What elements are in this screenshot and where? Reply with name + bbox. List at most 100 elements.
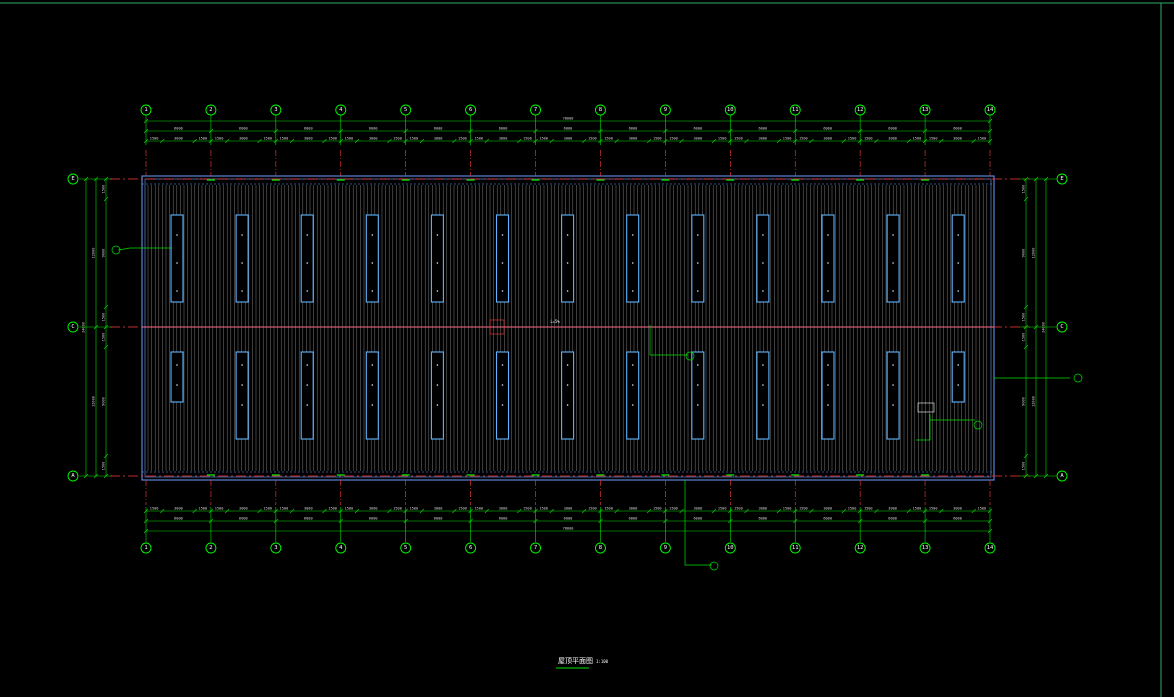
dim-bottom-detail-tick xyxy=(711,508,717,514)
dim-top-detail-tick xyxy=(646,138,652,144)
axis-bubble-top-label: 3 xyxy=(274,107,277,113)
skylight-marker xyxy=(762,290,764,292)
roof-hatch-mark xyxy=(917,402,935,413)
dim-bottom-detail-tick xyxy=(322,508,327,514)
skylight-marker xyxy=(697,404,699,406)
dim-top-detail-label: 1500 xyxy=(783,137,792,141)
dim-top-detail-label: 3000 xyxy=(953,137,962,141)
skylight-marker xyxy=(631,364,634,366)
dim-bottom-detail-tick xyxy=(257,508,262,514)
dim-top-detail-label: 1500 xyxy=(215,137,224,141)
dim-bottom-detail-label: 3000 xyxy=(694,507,703,511)
axis-bubble-left-circle xyxy=(67,173,79,185)
skylight-marker xyxy=(566,384,569,386)
axis-bubble-top-circle xyxy=(789,104,801,116)
dim-right-bays-label: 12000 xyxy=(1032,396,1036,407)
leader-inner xyxy=(916,414,931,441)
skylight-marker xyxy=(762,384,764,386)
dim-top-detail-tick xyxy=(841,138,847,144)
dim-bottom-detail-label: 3000 xyxy=(369,507,378,511)
centerline-group xyxy=(110,150,1030,505)
axis-bubble-bottom-label: 3 xyxy=(274,545,277,551)
skylight-lower xyxy=(365,351,379,440)
skylight-lower xyxy=(821,351,835,440)
dim-top-detail-label: 3000 xyxy=(499,137,508,141)
dim-right-detail-label: 1500 xyxy=(1022,185,1026,194)
skylight-marker xyxy=(762,404,764,406)
axis-bubble-bottom-circle xyxy=(530,542,541,554)
leader-left-bubble xyxy=(111,245,121,255)
skylight-marker xyxy=(566,234,569,236)
skylight-marker xyxy=(176,262,178,264)
leader-right-bubble xyxy=(1073,373,1083,383)
dim-top-detail-tick xyxy=(874,138,879,144)
dim-right-bays-label: 12000 xyxy=(1032,248,1036,259)
skylight-lower xyxy=(495,351,510,440)
dim-bottom-detail-label: 1500 xyxy=(523,507,532,511)
axis-bubble-top-label: 10 xyxy=(727,107,734,113)
axis-bubble-top-circle xyxy=(400,104,412,116)
skylight-lower xyxy=(691,351,705,440)
axis-bubble-top-circle xyxy=(659,104,671,116)
skylight-marker xyxy=(241,404,243,406)
axis-bubble-right-label: A xyxy=(1060,473,1064,479)
skylight-lower xyxy=(430,351,444,440)
dim-bottom-detail-label: 1500 xyxy=(198,507,207,511)
skylight-marker xyxy=(697,262,699,264)
dim-top-bays-label: 6000 xyxy=(629,127,638,131)
skylight-marker xyxy=(957,262,959,264)
skylight-upper xyxy=(821,214,835,303)
dim-right-detail-tick xyxy=(1023,304,1029,310)
leader-left xyxy=(117,247,172,251)
dim-bottom-detail-tick xyxy=(484,508,490,514)
skylight-upper xyxy=(756,214,770,303)
dim-top-detail-label: 1500 xyxy=(848,137,857,141)
skylight-lower xyxy=(886,351,900,440)
skylight-marker xyxy=(762,364,764,366)
axis-bubble-bottom-circle xyxy=(140,542,152,554)
skylight-lower xyxy=(170,351,184,403)
skylight-group xyxy=(170,214,965,440)
axis-bubble-top-label: 5 xyxy=(404,107,407,113)
axis-bubble-top-circle xyxy=(724,104,736,116)
leader-center-bubble xyxy=(685,351,695,361)
skylight-marker xyxy=(371,404,374,406)
skylight-marker xyxy=(371,290,374,292)
dim-top-detail-label: 1500 xyxy=(539,137,548,141)
axis-bubble-bottom-label: 6 xyxy=(469,545,472,551)
axis-bubble-bottom-circle xyxy=(465,542,477,554)
dim-top-detail-tick xyxy=(582,138,587,144)
dim-bottom-detail-label: 3000 xyxy=(239,507,248,511)
dim-left-overall-label: 24000 xyxy=(82,322,86,333)
axis-bubble-left-circle xyxy=(67,470,79,482)
skylight-marker xyxy=(241,364,243,366)
axis-bubble-bottom-label: 13 xyxy=(922,545,929,551)
dim-top-bays-label: 6000 xyxy=(369,127,378,131)
dim-left-detail-label: 9000 xyxy=(102,397,106,406)
skylight-marker xyxy=(501,364,504,366)
dim-top-bays-label: 6000 xyxy=(953,127,962,131)
dim-bottom-detail-label: 1500 xyxy=(913,507,922,511)
leader-bottom-bubble xyxy=(709,561,719,571)
dim-top-detail-label: 1500 xyxy=(978,137,987,141)
dim-right-detail-label: 1500 xyxy=(1022,313,1026,322)
dim-bottom-bays-label: 6000 xyxy=(629,517,638,521)
dim-top-bays-label: 6000 xyxy=(239,127,248,131)
dim-top-detail-label: 1500 xyxy=(458,137,467,141)
skylight-marker xyxy=(631,384,634,386)
axis-bubble-bottom-circle xyxy=(789,542,801,554)
dim-right-overall-label: 24000 xyxy=(1042,322,1046,333)
dim-top-detail-label: 1500 xyxy=(393,137,402,141)
ridge-slope-label: i=5% xyxy=(550,319,560,324)
leader-hatch-bubble xyxy=(973,420,983,430)
dim-bottom-detail-label: 1500 xyxy=(978,507,987,511)
dim-top-detail-label: 1500 xyxy=(864,137,873,141)
dim-top-bays-label: 6000 xyxy=(564,127,573,131)
dim-top-detail-tick xyxy=(809,138,814,144)
dim-bottom-detail-label: 1500 xyxy=(263,507,272,511)
axis-bubble-top-circle xyxy=(595,104,606,116)
skylight-marker xyxy=(892,262,894,264)
skylight-upper xyxy=(886,214,900,303)
axis-bubble-top-label: 2 xyxy=(209,107,212,113)
